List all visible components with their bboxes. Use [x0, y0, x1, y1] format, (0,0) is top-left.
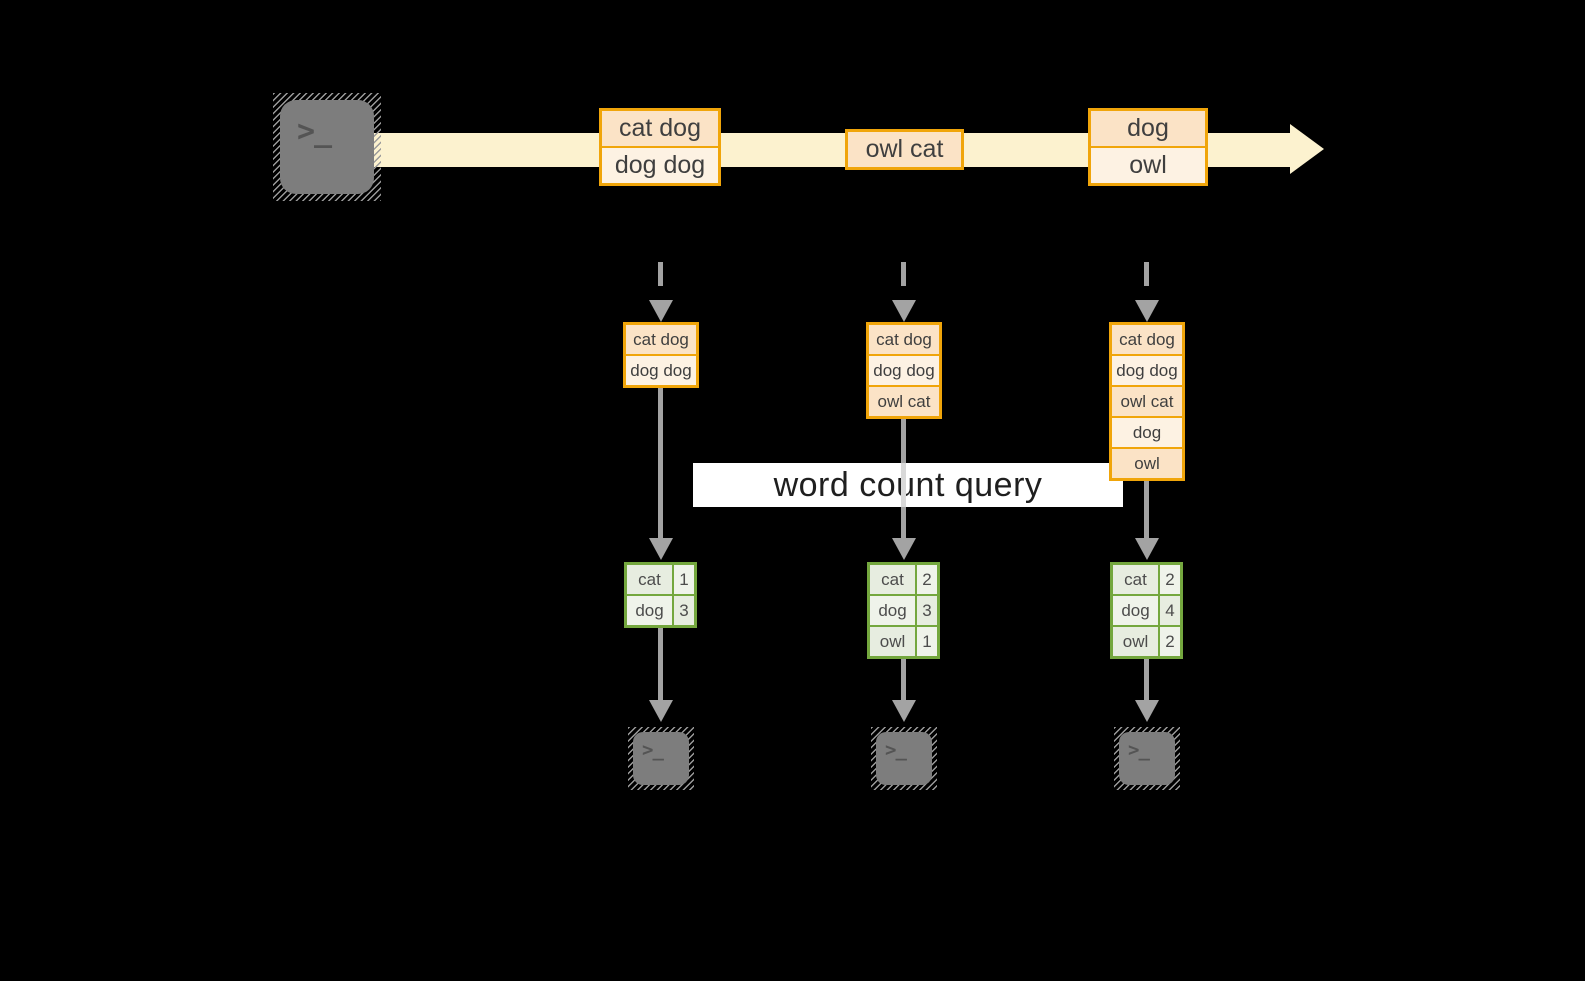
count-row: owl 2: [1113, 627, 1180, 656]
word-cell: dog: [627, 596, 672, 625]
terminal-prompt-icon: >_: [642, 739, 664, 761]
output-arrowhead-icon: [649, 700, 673, 722]
dashed-arrowhead-icon: [892, 300, 916, 322]
query-label-banner: word count query: [693, 463, 1123, 507]
count-row: dog 4: [1113, 596, 1180, 625]
terminal-prompt-icon: >_: [885, 739, 907, 761]
state-line: dog dog: [626, 356, 696, 385]
event-box-2: owl cat: [845, 129, 964, 170]
word-cell: dog: [1113, 596, 1158, 625]
count-row: dog 3: [870, 596, 937, 625]
query-label: word count query: [773, 465, 1043, 504]
state-line: dog dog: [869, 356, 939, 385]
count-cell: 3: [917, 596, 937, 625]
event-line: owl cat: [848, 132, 961, 167]
dashed-arrowhead-icon: [649, 300, 673, 322]
stream-arrowhead-icon: [1290, 124, 1324, 174]
dashed-arrowhead-icon: [1135, 300, 1159, 322]
word-cell: dog: [870, 596, 915, 625]
state-line: owl: [1112, 449, 1182, 478]
query-arrowhead-icon: [649, 538, 673, 560]
terminal-screen: >_: [280, 100, 374, 194]
query-arrow-line: [1144, 481, 1149, 538]
count-cell: 3: [674, 596, 694, 625]
dashed-arrow-segment: [901, 262, 906, 286]
state-line: cat dog: [626, 325, 696, 354]
event-line: dog: [1091, 111, 1205, 146]
event-box-1: cat dog dog dog: [599, 108, 721, 186]
count-table-3: cat 2 dog 4 owl 2: [1110, 562, 1183, 659]
word-cell: owl: [870, 627, 915, 656]
count-cell: 4: [1160, 596, 1180, 625]
count-cell: 2: [1160, 565, 1180, 594]
state-box-1: cat dog dog dog: [623, 322, 699, 388]
count-row: cat 1: [627, 565, 694, 594]
word-cell: cat: [870, 565, 915, 594]
sink-terminal-icon-2: >_: [871, 727, 937, 790]
query-arrowhead-icon: [892, 538, 916, 560]
count-table-1: cat 1 dog 3: [624, 562, 697, 628]
sink-terminal-icon-1: >_: [628, 727, 694, 790]
count-row: cat 2: [1113, 565, 1180, 594]
source-terminal-icon: >_: [273, 93, 381, 201]
state-box-2: cat dog dog dog owl cat: [866, 322, 942, 419]
state-line: cat dog: [1112, 325, 1182, 354]
word-cell: cat: [1113, 565, 1158, 594]
dashed-arrow-segment: [1144, 262, 1149, 286]
event-line: cat dog: [602, 111, 718, 146]
query-arrowhead-icon: [1135, 538, 1159, 560]
event-box-3: dog owl: [1088, 108, 1208, 186]
dashed-arrow-segment: [658, 262, 663, 286]
state-box-3: cat dog dog dog owl cat dog owl: [1109, 322, 1185, 481]
output-arrowhead-icon: [892, 700, 916, 722]
state-line: owl cat: [869, 387, 939, 416]
word-cell: owl: [1113, 627, 1158, 656]
terminal-screen: >_: [1119, 732, 1175, 785]
state-line: cat dog: [869, 325, 939, 354]
sink-terminal-icon-3: >_: [1114, 727, 1180, 790]
state-line: dog: [1112, 418, 1182, 447]
terminal-screen: >_: [633, 732, 689, 785]
count-table-2: cat 2 dog 3 owl 1: [867, 562, 940, 659]
count-cell: 2: [1160, 627, 1180, 656]
count-cell: 1: [674, 565, 694, 594]
output-arrow-line: [658, 628, 663, 700]
count-row: cat 2: [870, 565, 937, 594]
count-cell: 1: [917, 627, 937, 656]
state-line: owl cat: [1112, 387, 1182, 416]
word-cell: cat: [627, 565, 672, 594]
terminal-prompt-icon: >_: [1128, 739, 1150, 761]
state-line: dog dog: [1112, 356, 1182, 385]
event-line: dog dog: [602, 148, 718, 183]
count-row: owl 1: [870, 627, 937, 656]
terminal-screen: >_: [876, 732, 932, 785]
query-arrow-line-over-banner: [901, 463, 906, 507]
output-arrow-line: [1144, 659, 1149, 700]
terminal-prompt-icon: >_: [297, 114, 332, 149]
output-arrow-line: [901, 659, 906, 700]
output-arrowhead-icon: [1135, 700, 1159, 722]
query-arrow-line: [658, 388, 663, 538]
count-row: dog 3: [627, 596, 694, 625]
event-line: owl: [1091, 148, 1205, 183]
count-cell: 2: [917, 565, 937, 594]
